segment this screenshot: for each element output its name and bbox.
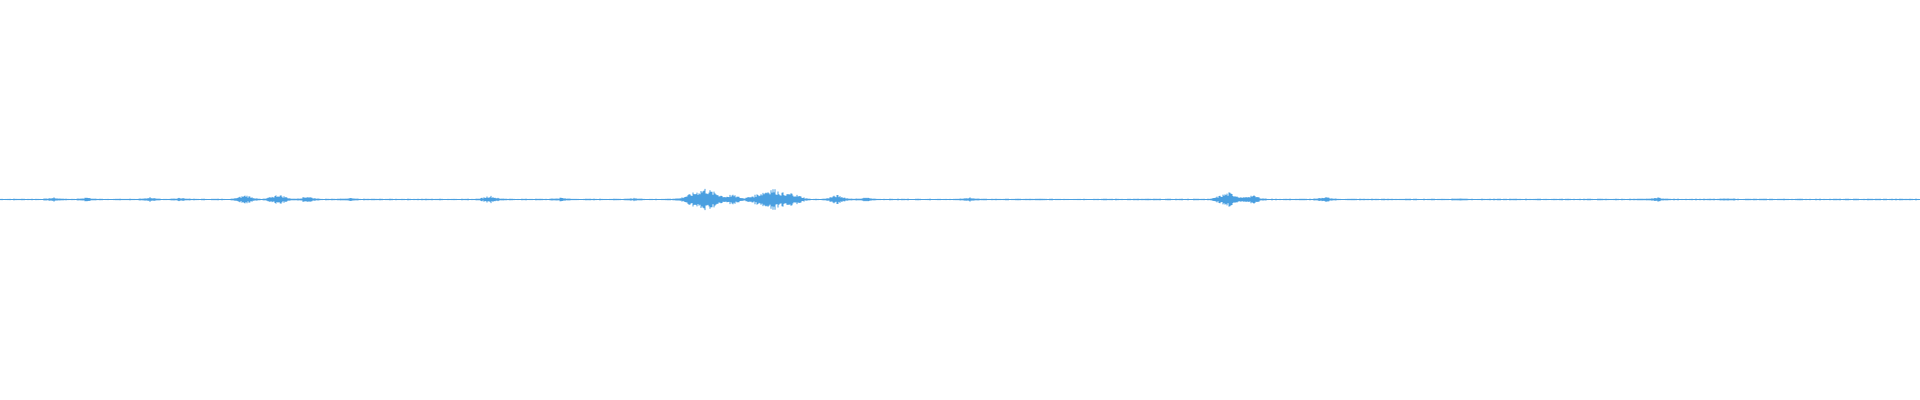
waveform-burst	[294, 197, 320, 202]
waveform-burst	[1720, 198, 1736, 201]
waveform-bursts	[0, 188, 1919, 211]
waveform-burst	[822, 195, 852, 204]
waveform-burst	[959, 197, 980, 202]
waveform-burst	[550, 197, 571, 202]
waveform-burst	[170, 197, 190, 202]
waveform-burst	[1451, 198, 1468, 201]
waveform-burst	[1646, 197, 1668, 202]
waveform-burst	[262, 195, 295, 204]
waveform-burst	[1313, 197, 1337, 202]
waveform-burst	[624, 197, 643, 202]
waveform-burst	[475, 195, 504, 204]
waveform-burst	[771, 193, 811, 206]
waveform-burst	[230, 195, 261, 204]
waveform-burst	[138, 197, 161, 202]
waveform-burst	[76, 197, 97, 202]
waveform-burst	[855, 197, 877, 202]
waveform-burst	[43, 197, 65, 202]
waveform-burst	[340, 198, 359, 201]
waveform-burst	[1237, 195, 1267, 204]
